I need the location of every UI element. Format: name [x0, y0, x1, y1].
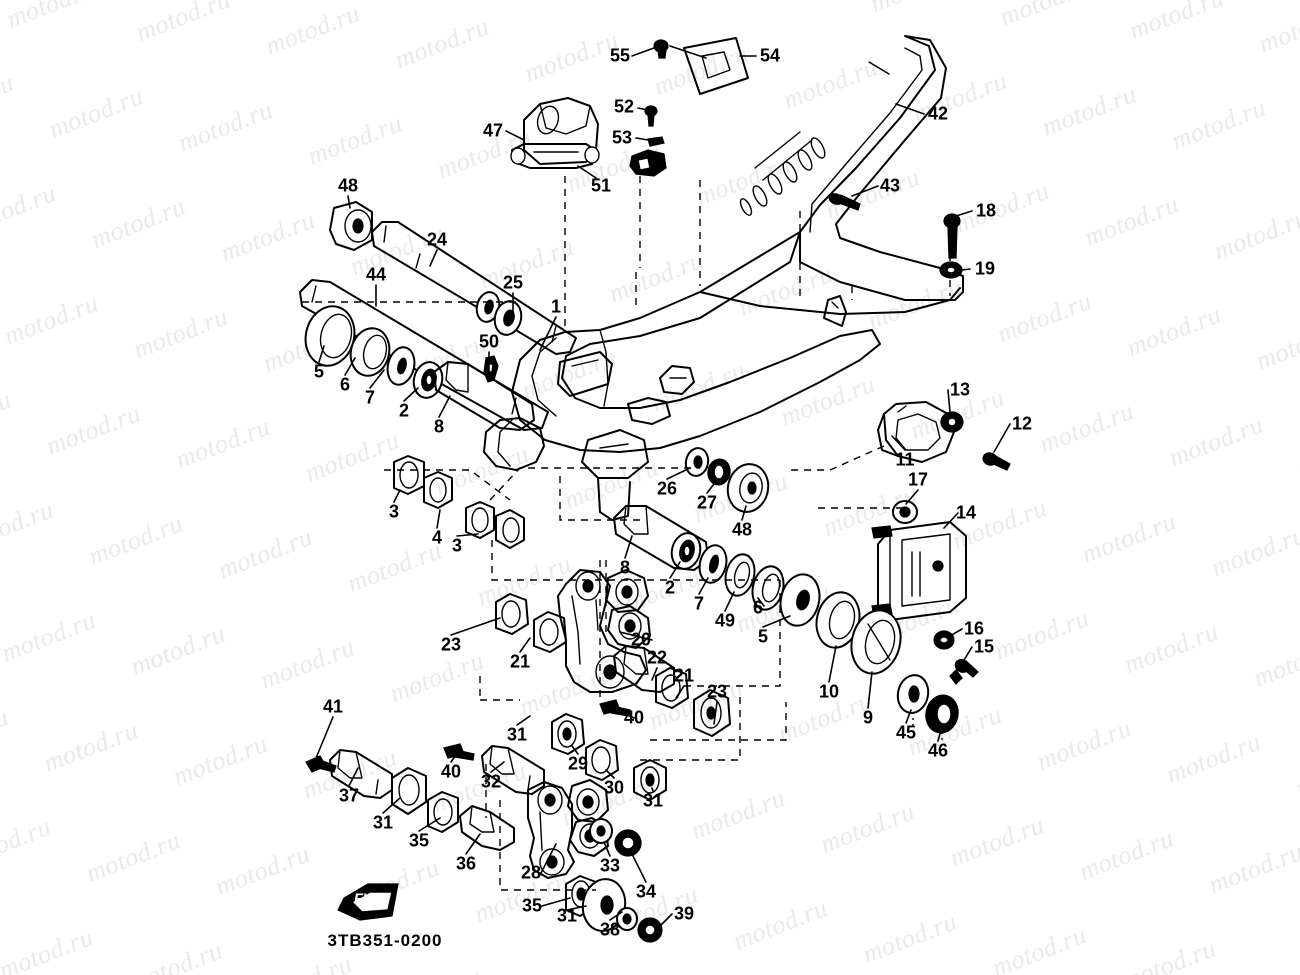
callout-49: 49 [714, 610, 736, 631]
callout-45: 45 [895, 722, 917, 743]
callout-9: 9 [862, 707, 874, 728]
callout-31b: 31 [506, 724, 528, 745]
callout-32: 32 [480, 771, 502, 792]
callout-11: 11 [895, 449, 915, 470]
callout-48a: 48 [337, 175, 359, 196]
callout-37: 37 [338, 785, 360, 806]
callout-3b: 3 [451, 535, 463, 556]
callout-28: 28 [520, 862, 542, 883]
callout-10: 10 [818, 681, 840, 702]
callout-1: 1 [550, 296, 562, 317]
callout-31a: 31 [372, 812, 394, 833]
callout-7b: 7 [693, 593, 705, 614]
callout-27: 27 [696, 492, 718, 513]
callout-21a: 21 [509, 651, 531, 672]
callout-23a: 23 [440, 634, 462, 655]
callout-53: 53 [611, 127, 633, 148]
callout-4: 4 [431, 527, 443, 548]
callout-34: 34 [635, 881, 657, 902]
callout-2b: 2 [664, 577, 676, 598]
callout-36: 36 [455, 853, 477, 874]
callout-40b: 40 [623, 707, 645, 728]
callout-54: 54 [759, 45, 781, 66]
callout-31d: 31 [556, 905, 578, 926]
callout-43: 43 [879, 175, 901, 196]
callout-41: 41 [322, 696, 344, 717]
callout-39: 39 [673, 903, 695, 924]
diagram-code: 3TB351-0200 [327, 931, 443, 950]
callout-18: 18 [975, 200, 997, 221]
callout-5b: 5 [757, 626, 769, 647]
callout-6b: 6 [752, 597, 764, 618]
callout-16: 16 [963, 618, 985, 639]
callout-21b: 21 [673, 665, 695, 686]
callout-3a: 3 [388, 501, 400, 522]
callout-22: 22 [646, 647, 668, 668]
callout-29: 29 [567, 753, 589, 774]
callout-26: 26 [656, 478, 678, 499]
callout-52: 52 [613, 96, 635, 117]
callout-38: 38 [599, 919, 621, 940]
fwd-label: FWD [353, 890, 389, 908]
callout-50: 50 [478, 331, 500, 352]
callout-51: 51 [590, 175, 612, 196]
callout-31c: 31 [642, 790, 664, 811]
callout-47: 47 [482, 120, 504, 141]
callout-8a: 8 [433, 416, 445, 437]
callout-15: 15 [973, 636, 995, 657]
callout-35b: 35 [521, 895, 543, 916]
callout-35a: 35 [408, 830, 430, 851]
callout-13: 13 [949, 379, 971, 400]
callout-55: 55 [609, 45, 631, 66]
callout-5a: 5 [313, 361, 325, 382]
callout-12: 12 [1011, 413, 1033, 434]
callout-24: 24 [426, 229, 448, 250]
callout-44: 44 [365, 264, 387, 285]
callout-14: 14 [955, 502, 977, 523]
callout-25: 25 [502, 272, 524, 293]
callout-46: 46 [927, 740, 949, 761]
callout-40a: 40 [440, 761, 462, 782]
callout-6a: 6 [339, 374, 351, 395]
callout-23b: 23 [706, 681, 728, 702]
callout-17: 17 [907, 469, 929, 490]
callout-2: 2 [398, 400, 410, 421]
callout-42: 42 [927, 103, 949, 124]
callout-19: 19 [974, 258, 996, 279]
callout-7a: 7 [364, 387, 376, 408]
callout-33: 33 [599, 855, 621, 876]
callout-30: 30 [603, 777, 625, 798]
callout-48b: 48 [731, 519, 753, 540]
callout-8b: 8 [619, 557, 631, 578]
